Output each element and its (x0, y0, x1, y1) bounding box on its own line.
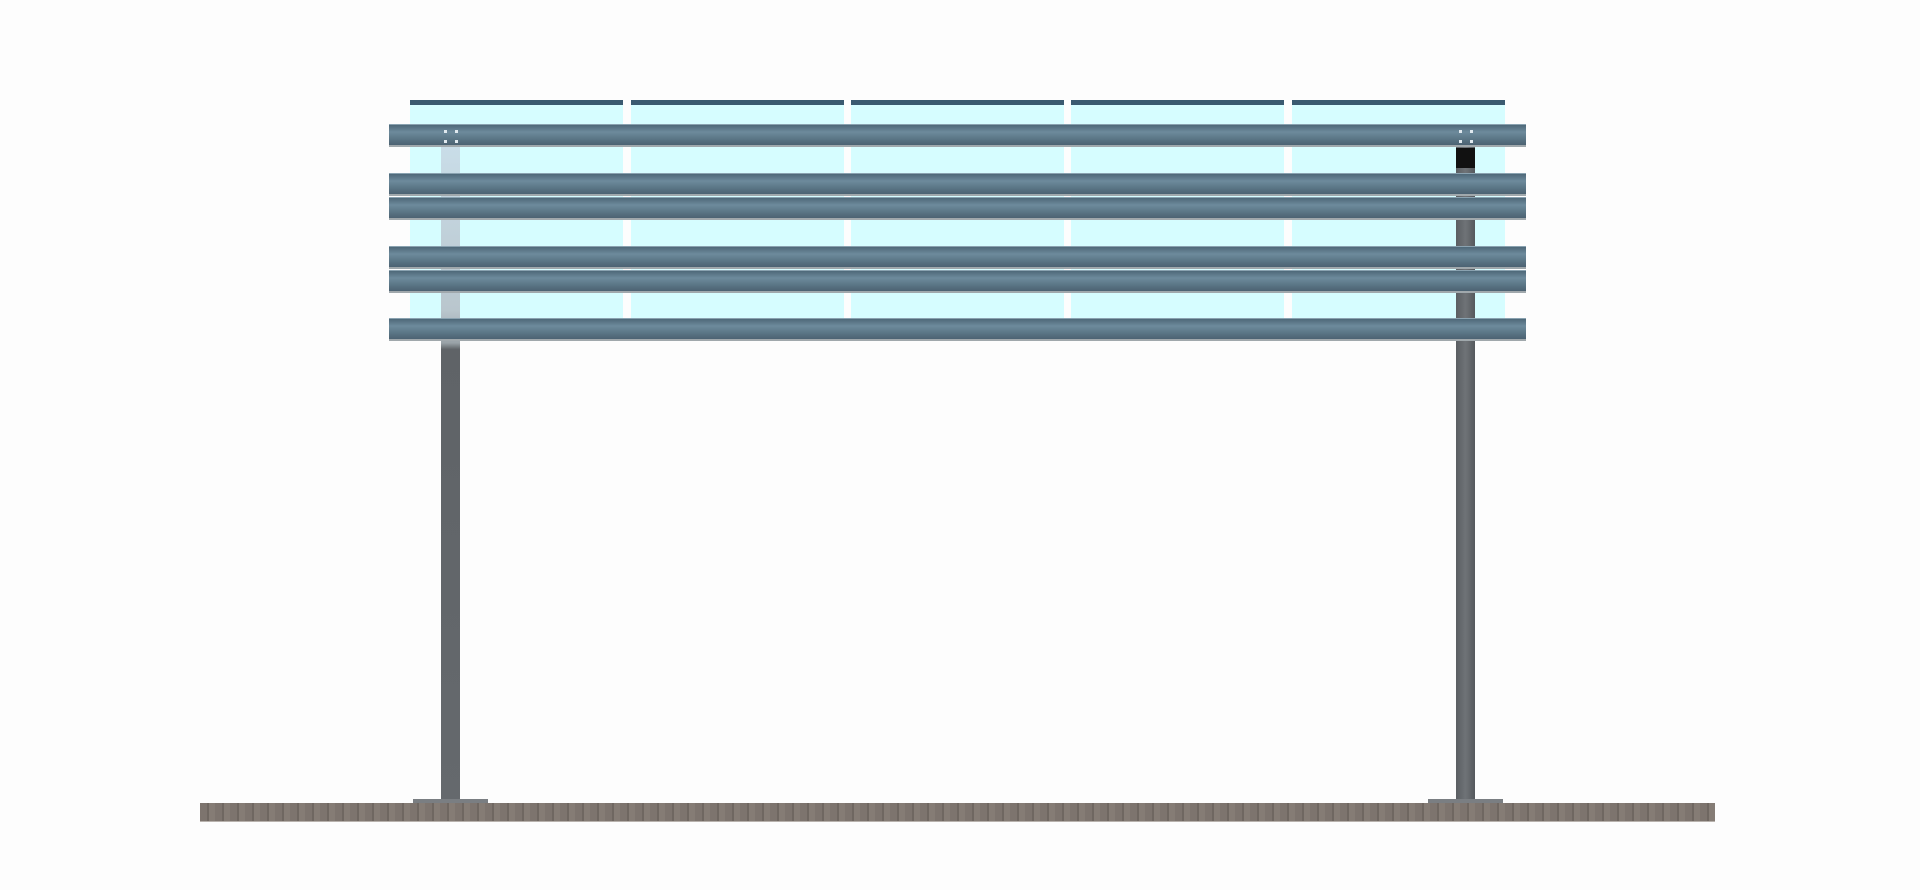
right-post (1456, 147, 1475, 800)
bolt (455, 140, 458, 143)
glass-cap (631, 100, 844, 105)
ground-slab (200, 803, 1715, 822)
bolt (1459, 140, 1462, 143)
base-plate (413, 799, 488, 803)
bolt (1459, 130, 1462, 133)
glass-cap (1292, 100, 1505, 105)
bolt (1470, 140, 1473, 143)
bolt (444, 130, 447, 133)
rail (389, 270, 1526, 293)
right-post-cap (1456, 148, 1475, 168)
rail (389, 246, 1526, 269)
base-plate (1428, 799, 1503, 803)
rail (389, 173, 1526, 196)
bolt (444, 140, 447, 143)
rail (389, 318, 1526, 341)
glass-cap (851, 100, 1064, 105)
rail (389, 124, 1526, 147)
rail (389, 197, 1526, 220)
bolt (455, 130, 458, 133)
glass-cap (1071, 100, 1284, 105)
bolt (1470, 130, 1473, 133)
left-post (441, 147, 460, 800)
glass-cap (410, 100, 623, 105)
